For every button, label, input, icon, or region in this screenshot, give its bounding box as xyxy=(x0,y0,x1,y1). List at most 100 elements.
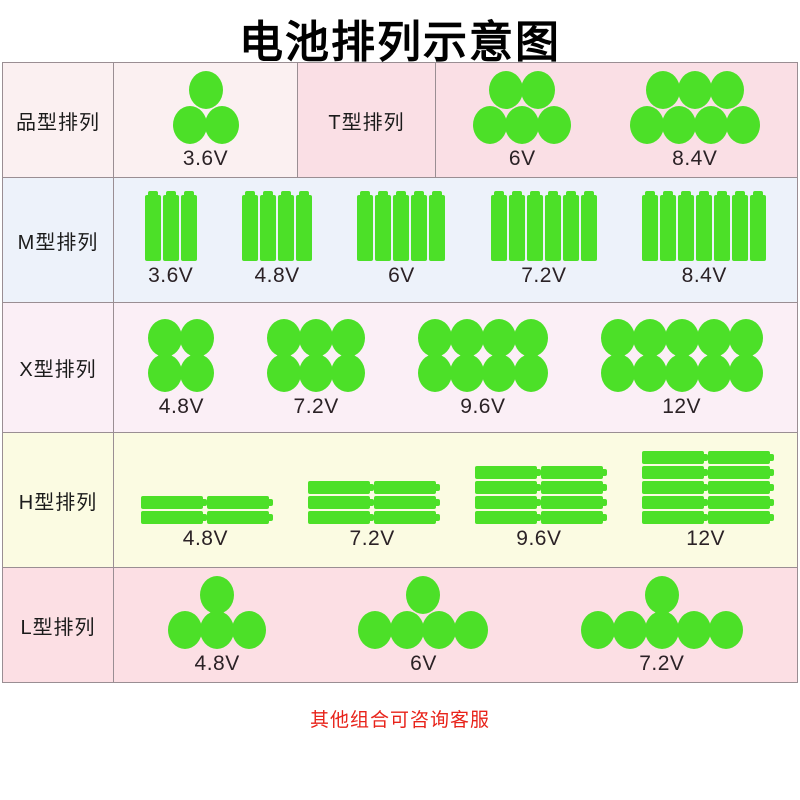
battery-cell-horizontal-icon xyxy=(540,481,607,494)
battery-cell-round-icon xyxy=(449,353,484,392)
battery-cell-round-icon xyxy=(168,611,203,649)
battery-cell-round-icon xyxy=(708,611,743,649)
battery-glyph xyxy=(629,71,760,144)
battery-cell-horizontal-icon xyxy=(474,511,541,524)
battery-cell-vertical-icon xyxy=(678,190,695,261)
battery-glyph xyxy=(358,576,489,649)
round-cell-row xyxy=(417,353,548,392)
battery-cell-round-icon xyxy=(422,611,457,649)
voltage-label: 4.8V xyxy=(158,394,204,418)
battery-cell-round-icon xyxy=(188,71,223,109)
battery-group: 8.4V xyxy=(629,71,760,171)
row-label-x-type: X型排列 xyxy=(2,302,114,433)
battery-glyph xyxy=(474,466,607,524)
voltage-label: 9.6V xyxy=(516,527,562,550)
battery-cell-vertical-icon xyxy=(526,190,543,261)
vertical-battery-row xyxy=(641,190,767,261)
battery-cell-horizontal-icon xyxy=(540,511,607,524)
battery-cell-round-icon xyxy=(358,611,393,649)
battery-cell-round-icon xyxy=(696,318,731,357)
battery-cell-horizontal-icon xyxy=(374,496,441,509)
battery-cell-vertical-icon xyxy=(490,190,507,261)
battery-cell-vertical-icon xyxy=(375,190,392,261)
battery-cell-vertical-icon xyxy=(750,190,767,261)
round-cell-stack xyxy=(600,318,763,392)
battery-group: 8.4V xyxy=(641,190,767,288)
battery-cell-round-icon xyxy=(299,353,334,392)
battery-cell-round-icon xyxy=(709,71,744,109)
page-title: 电池排列示意图 xyxy=(239,18,561,67)
battery-cell-round-icon xyxy=(513,318,548,357)
battery-cell-horizontal-icon xyxy=(141,496,208,509)
battery-cell-vertical-icon xyxy=(242,190,259,261)
battery-glyph xyxy=(267,318,366,392)
voltage-label: 8.4V xyxy=(681,263,727,287)
battery-cell-round-icon xyxy=(449,318,484,357)
round-cell-row xyxy=(406,576,441,614)
battery-cell-horizontal-icon xyxy=(540,466,607,479)
battery-glyph xyxy=(356,190,446,261)
battery-cell-round-icon xyxy=(629,106,664,144)
voltage-label: 4.8V xyxy=(194,652,240,675)
round-cell-row xyxy=(188,71,223,109)
battery-group: 3.6V xyxy=(172,71,239,171)
round-cell-stack xyxy=(172,71,239,144)
round-cell-row xyxy=(148,318,215,357)
row-label-t-type: T型排列 xyxy=(297,62,436,178)
battery-cell-round-icon xyxy=(645,71,680,109)
round-cell-row xyxy=(417,318,548,357)
battery-cell-horizontal-icon xyxy=(308,496,375,509)
horizontal-battery-row xyxy=(308,511,441,524)
battery-cell-round-icon xyxy=(728,318,763,357)
horizontal-battery-row xyxy=(308,496,441,509)
battery-cell-round-icon xyxy=(200,576,235,614)
battery-cell-round-icon xyxy=(693,106,728,144)
battery-cell-round-icon xyxy=(200,611,235,649)
vertical-battery-row xyxy=(144,190,198,261)
battery-cell-round-icon xyxy=(664,318,699,357)
round-cell-row xyxy=(629,106,760,144)
battery-group: 12V xyxy=(641,451,774,551)
horizontal-battery-row xyxy=(474,481,607,494)
horizontal-battery-stack xyxy=(474,466,607,524)
battery-cell-horizontal-icon xyxy=(641,466,708,479)
battery-cell-vertical-icon xyxy=(144,190,161,261)
battery-group: 4.8V xyxy=(141,496,274,551)
battery-cell-horizontal-icon xyxy=(641,496,708,509)
battery-glyph xyxy=(600,318,763,392)
battery-glyph xyxy=(241,190,313,261)
round-cell-row xyxy=(172,106,239,144)
round-cell-row xyxy=(600,318,763,357)
battery-glyph xyxy=(641,451,774,524)
battery-cell-round-icon xyxy=(600,318,635,357)
battery-cell-round-icon xyxy=(489,71,524,109)
battery-cell-vertical-icon xyxy=(429,190,446,261)
battery-cell-horizontal-icon xyxy=(707,511,774,524)
round-cell-stack xyxy=(168,576,267,649)
voltage-label: 9.6V xyxy=(460,394,506,418)
battery-cell-round-icon xyxy=(473,106,508,144)
round-cell-row xyxy=(645,71,744,109)
battery-cell-horizontal-icon xyxy=(474,496,541,509)
battery-cell-round-icon xyxy=(481,318,516,357)
battery-cell-horizontal-icon xyxy=(308,481,375,494)
round-cell-row xyxy=(600,353,763,392)
battery-cell-vertical-icon xyxy=(162,190,179,261)
horizontal-battery-row xyxy=(641,511,774,524)
battery-cell-round-icon xyxy=(505,106,540,144)
battery-glyph xyxy=(144,190,198,261)
battery-cell-round-icon xyxy=(632,353,667,392)
voltage-label: 6V xyxy=(410,652,437,675)
round-cell-stack xyxy=(358,576,489,649)
horizontal-battery-row xyxy=(474,511,607,524)
battery-cell-vertical-icon xyxy=(260,190,277,261)
voltage-label: 6V xyxy=(388,263,415,287)
vertical-battery-row xyxy=(356,190,446,261)
battery-cell-round-icon xyxy=(267,353,302,392)
